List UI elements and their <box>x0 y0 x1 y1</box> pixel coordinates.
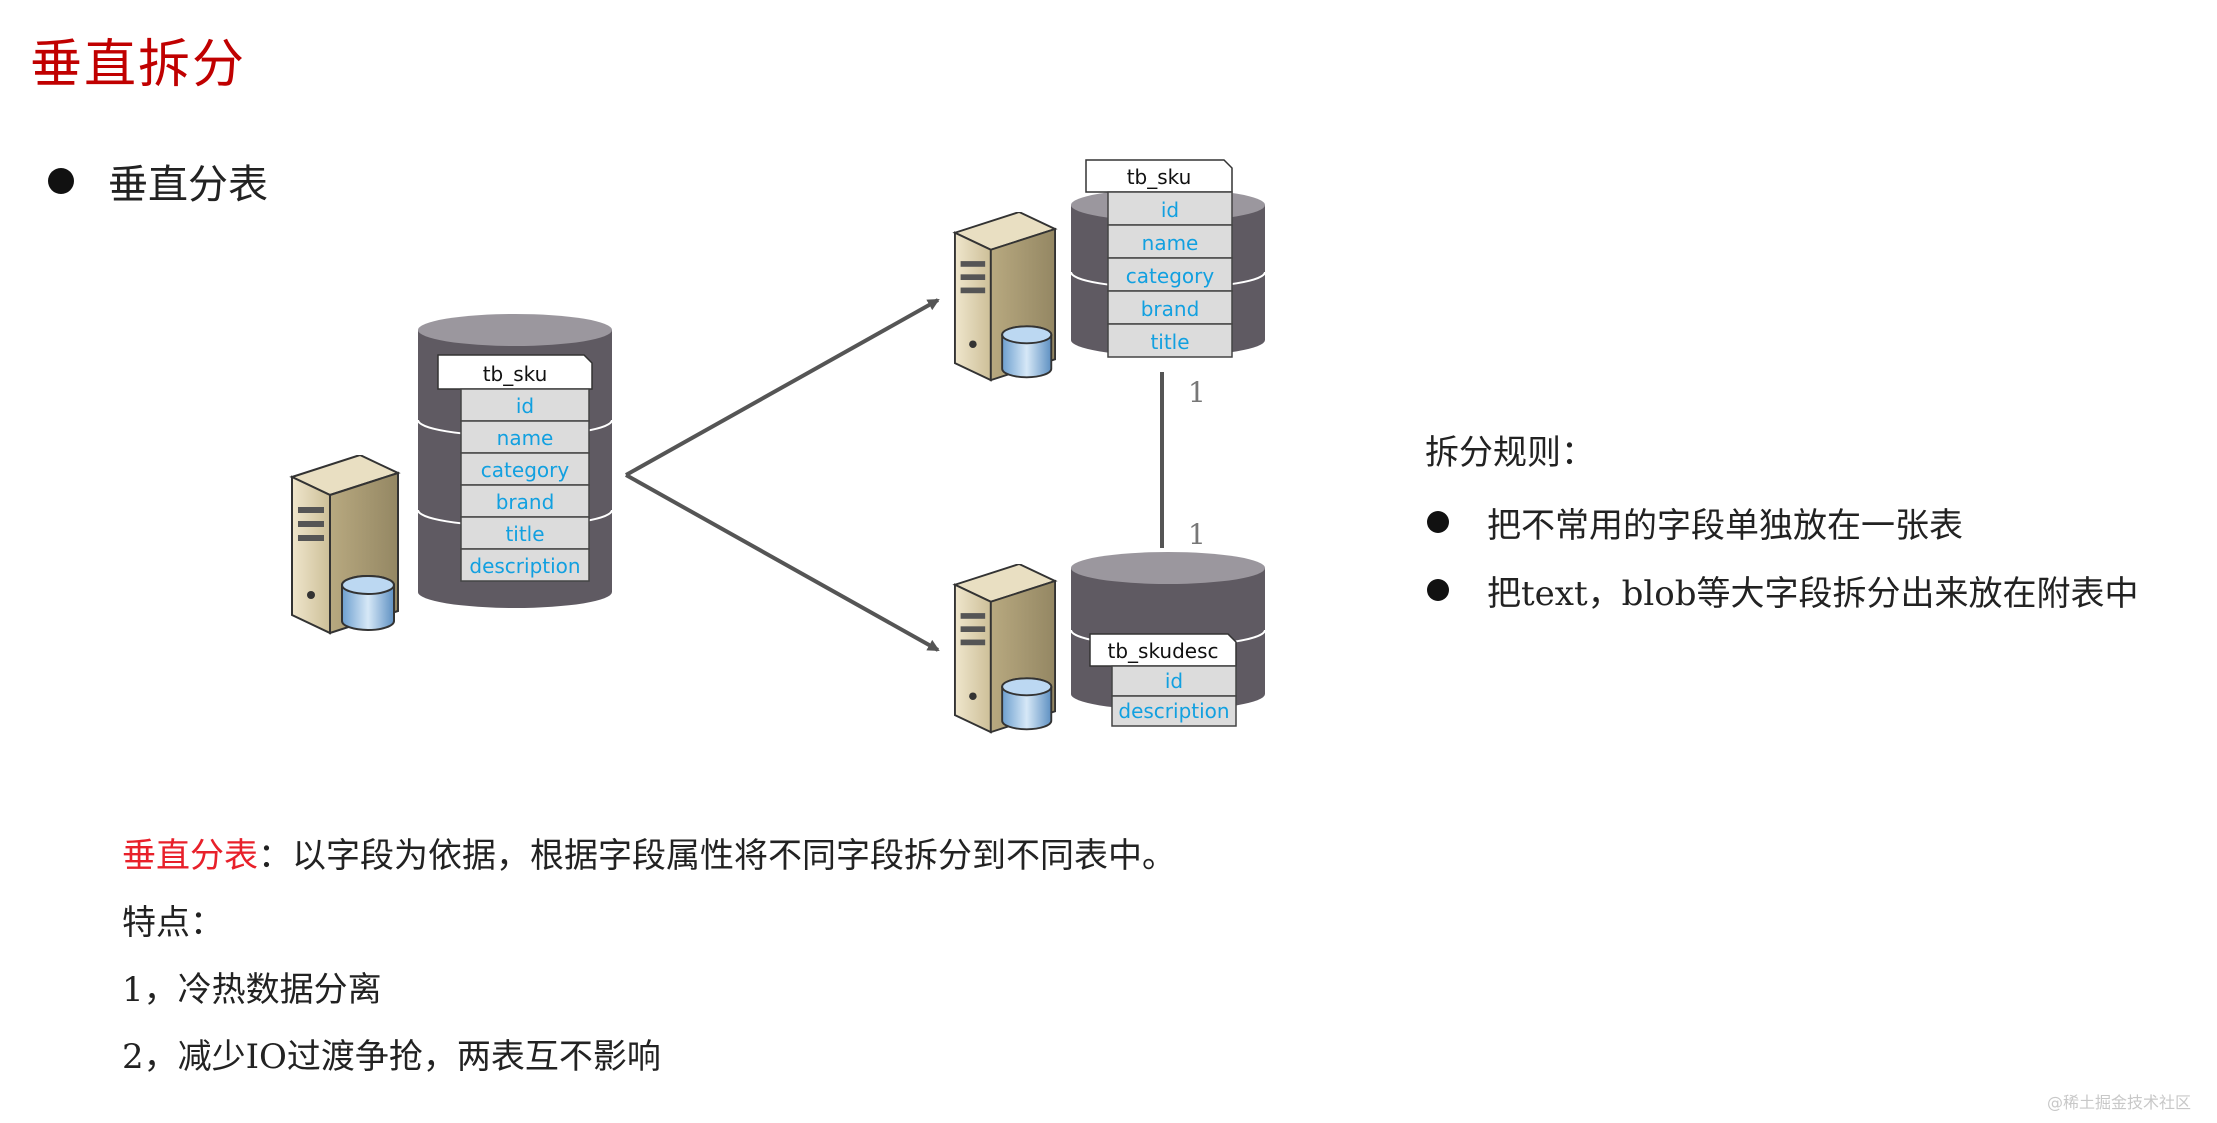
target-bottom-field-row <box>1111 695 1237 727</box>
target-top-field-row <box>1107 290 1233 325</box>
source-field-row <box>460 452 590 486</box>
source-table-name: tb_sku <box>483 362 548 386</box>
target-top-field-row <box>1107 323 1233 358</box>
target-top-field-row <box>1107 257 1233 292</box>
split-rules: 拆分规则： 把不常用的字段单独放在一张表 把text，blob等大字段拆分出来放… <box>1425 425 2139 624</box>
target-bottom-server-icon <box>953 564 1057 734</box>
target-top-field-row <box>1107 191 1233 226</box>
rules-heading: 拆分规则： <box>1425 433 1595 473</box>
source-table-header <box>437 354 593 390</box>
description-block: 垂直分表：以字段为依据，根据字段属性将不同字段拆分到不同表中。 特点： 1，冷热… <box>122 830 1176 1098</box>
target-top-server-icon <box>953 212 1057 382</box>
features-heading: 特点： <box>122 903 224 943</box>
target-top-table-header <box>1085 159 1233 193</box>
target-bottom-field-id: id <box>1165 669 1183 693</box>
page-title: 垂直拆分 <box>30 35 247 95</box>
target-top-field-brand: brand <box>1141 297 1200 321</box>
target-bottom-field-description: description <box>1118 699 1229 723</box>
target-bottom-table-header <box>1089 633 1237 667</box>
source-field-id: id <box>516 394 534 418</box>
rule-item-text: 把不常用的字段单独放在一张表 <box>1487 505 1963 546</box>
definition-term: 垂直分表 <box>122 836 258 876</box>
source-field-name: name <box>497 426 554 450</box>
target-bottom-cylinder-top <box>1071 552 1265 584</box>
rule-item-text: 把text，blob等大字段拆分出来放在附表中 <box>1487 573 2139 614</box>
rule-item: 把text，blob等大字段拆分出来放在附表中 <box>1425 556 2139 624</box>
source-field-row <box>460 516 590 550</box>
bullet-dot-icon <box>1427 511 1449 533</box>
source-field-description: description <box>469 554 580 578</box>
target-top-field-id: id <box>1161 198 1179 222</box>
definition-line: 垂直分表：以字段为依据，根据字段属性将不同字段拆分到不同表中。 <box>122 830 1176 897</box>
target-top-field-name: name <box>1142 231 1199 255</box>
target-top-field-category: category <box>1126 264 1215 288</box>
rule-item: 把不常用的字段单独放在一张表 <box>1425 488 2139 556</box>
section-bullet-label: 垂直分表 <box>108 162 268 208</box>
source-field-category: category <box>481 458 570 482</box>
watermark: @稀土掘金技术社区 <box>2046 1093 2191 1112</box>
definition-text: ：以字段为依据，根据字段属性将不同字段拆分到不同表中。 <box>258 836 1176 876</box>
bullet-dot-icon <box>48 168 74 194</box>
source-server-icon <box>291 455 399 634</box>
source-field-row <box>460 484 590 518</box>
relation-label-top: 1 <box>1188 376 1206 409</box>
split-arrow-top <box>625 298 940 477</box>
split-arrow-bottom <box>625 473 940 652</box>
target-top-table-name: tb_sku <box>1127 165 1192 189</box>
source-cylinder-top <box>418 314 612 346</box>
target-bottom-table-name: tb_skudesc <box>1107 639 1218 663</box>
bullet-dot-icon <box>1427 579 1449 601</box>
source-field-title: title <box>505 522 544 546</box>
target-top-field-title: title <box>1150 330 1189 354</box>
feature-item: 1，冷热数据分离 <box>122 970 382 1010</box>
target-top-field-row <box>1107 224 1233 259</box>
section-bullet: 垂直分表 <box>48 152 268 210</box>
source-field-brand: brand <box>496 490 555 514</box>
feature-item: 2，减少IO过渡争抢，两表互不影响 <box>122 1037 661 1077</box>
relation-label-bottom: 1 <box>1188 518 1206 551</box>
source-field-row <box>460 548 590 582</box>
